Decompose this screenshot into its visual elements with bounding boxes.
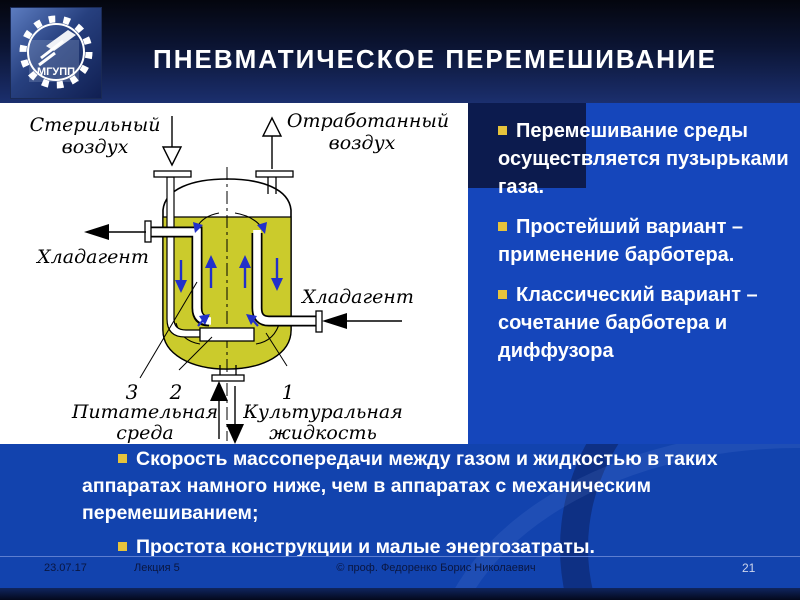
slide-title: ПНЕВМАТИЧЕСКОЕ ПЕРЕМЕШИВАНИЕ <box>153 44 717 74</box>
culture-arrow-down <box>226 424 244 444</box>
logo-emblem-shape <box>46 30 76 51</box>
university-logo: МГУПП <box>10 7 102 99</box>
footer-copyright: © проф. Федоренко Борис Николаевич <box>336 562 536 574</box>
footer-page-number: 21 <box>742 561 756 575</box>
title-band <box>0 0 800 103</box>
label-feed-1: Питательная <box>71 401 218 423</box>
bullet-simplicity: Простота конструкции и малые энергозатра… <box>82 534 762 561</box>
flange-bottom <box>211 374 245 382</box>
bottom-text-panel: Скорость массопередачи между газом и жид… <box>82 446 762 568</box>
flange-right <box>315 310 323 333</box>
exhaust-air-arrow <box>261 116 283 137</box>
bullet-simple-variant: Простейший вариант – применение барботер… <box>498 213 790 269</box>
leader-2 <box>178 336 213 371</box>
coolant-out-arrow <box>84 224 109 240</box>
label-exhaust-air-2: воздух <box>329 132 396 154</box>
leader-3 <box>139 281 198 379</box>
diagram-panel: Стерильный воздух Отработанный воздух Хл… <box>0 103 468 444</box>
bullet-mixing-text: Перемешивание среды осуществляется пузыр… <box>498 120 789 198</box>
gear-logo-icon: МГУПП <box>19 15 93 89</box>
right-panel-content: Перемешивание среды осуществляется пузыр… <box>468 103 800 365</box>
label-part-1: 1 <box>282 380 295 404</box>
label-part-2: 2 <box>169 380 183 404</box>
label-sterile-air-2: воздух <box>62 136 129 158</box>
sterile-air-arrow <box>161 146 183 167</box>
label-culture-2: жидкость <box>269 422 377 444</box>
bullet-mass-transfer: Скорость массопередачи между газом и жид… <box>82 446 762 527</box>
label-culture-1: Культуральная <box>242 401 403 423</box>
label-part-3: 3 <box>126 380 139 404</box>
footer-divider <box>0 556 800 557</box>
bullet-square-icon <box>118 454 127 463</box>
bullet-square-icon <box>498 126 507 135</box>
flange-top-left <box>153 170 192 178</box>
draft-tube-left <box>150 228 212 325</box>
label-sterile-air-1: Стерильный <box>30 114 161 136</box>
leader-1 <box>265 332 288 367</box>
panel-corner-shade <box>468 103 586 188</box>
bullet-classic-variant: Классический вариант – сочетание барботе… <box>498 281 790 365</box>
label-feed-2: среда <box>116 422 173 444</box>
bottom-edge-strip <box>0 588 800 600</box>
bullet-simplicity-text: Простота конструкции и малые энергозатра… <box>136 536 595 558</box>
bullet-mass-transfer-text: Скорость массопередачи между газом и жид… <box>82 448 718 524</box>
label-coolant-right: Хладагент <box>300 286 414 308</box>
footer-date: 23.07.17 <box>44 562 87 574</box>
bullet-square-icon <box>498 290 507 299</box>
right-text-panel: Перемешивание среды осуществляется пузыр… <box>468 103 800 444</box>
logo-text: МГУПП <box>37 66 75 78</box>
bullet-mixing: Перемешивание среды осуществляется пузыр… <box>498 117 790 201</box>
label-coolant-left: Хладагент <box>35 246 149 268</box>
feed-arrow-up <box>210 381 228 401</box>
footer-lecture: Лекция 5 <box>134 562 180 574</box>
bullet-simple-variant-text: Простейший вариант – применение барботер… <box>498 216 744 266</box>
flange-top-right <box>255 170 294 178</box>
logo-emblem-lines <box>38 39 64 67</box>
bullet-square-icon <box>118 542 127 551</box>
circulation-arrows <box>175 222 283 327</box>
bioreactor-diagram: Стерильный воздух Отработанный воздух Хл… <box>30 110 449 444</box>
label-exhaust-air-1: Отработанный <box>287 110 449 132</box>
coolant-in-arrow <box>322 313 347 329</box>
draft-tube-right <box>253 230 316 325</box>
bullet-classic-variant-text: Классический вариант – сочетание барботе… <box>498 284 758 362</box>
sparger <box>199 327 255 342</box>
bullet-square-icon <box>498 222 507 231</box>
gear-teeth-icon <box>19 15 93 89</box>
gear-rim-icon <box>27 23 85 81</box>
